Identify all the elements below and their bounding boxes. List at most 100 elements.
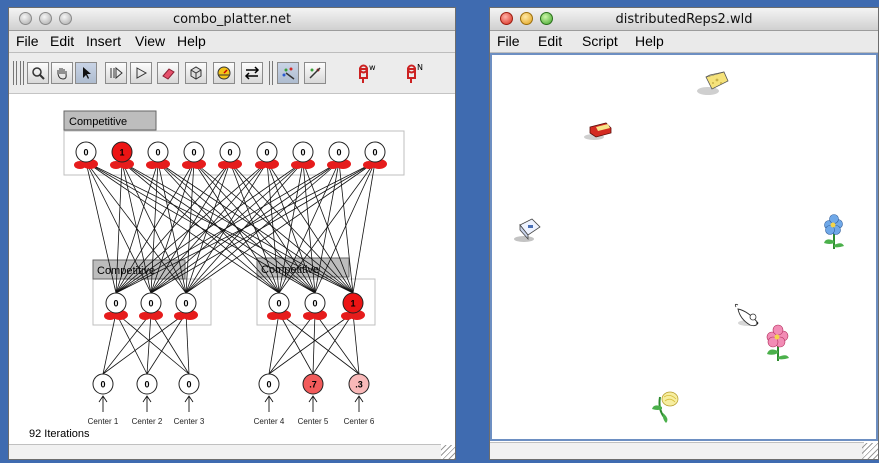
center-label: Center 1: [88, 417, 119, 426]
center-label: Center 6: [344, 417, 375, 426]
synapse-line: [115, 161, 159, 294]
random-icon[interactable]: [185, 62, 207, 84]
synapse-line: [121, 161, 187, 294]
neuron-value: 0: [227, 148, 232, 158]
world-titlebar[interactable]: distributedReps2.wld: [490, 8, 878, 31]
clear-icon[interactable]: [304, 62, 326, 84]
menu-help[interactable]: Help: [635, 33, 664, 49]
synapse-marker: [74, 161, 86, 169]
neuron: [258, 373, 280, 395]
menu-file[interactable]: File: [497, 33, 520, 49]
neuron-out-icon[interactable]: w: [356, 62, 378, 84]
resize-grip[interactable]: [862, 443, 878, 459]
synapse-line: [150, 161, 231, 294]
neuron-value: 1: [350, 299, 355, 309]
neuron: [304, 292, 326, 314]
competitive-group-label: Competitive: [69, 116, 127, 128]
mouse-icon[interactable]: [734, 303, 759, 327]
menu-insert[interactable]: Insert: [86, 33, 122, 49]
step-icon[interactable]: [105, 62, 127, 84]
neuron: [105, 292, 127, 314]
neuron-value: 0: [300, 148, 305, 158]
synapse-line: [338, 161, 354, 294]
cheese-wedge-icon[interactable]: [697, 71, 729, 95]
blue-flower-icon[interactable]: [824, 214, 844, 250]
synapse-marker: [174, 312, 186, 320]
neuron-value: 0: [186, 380, 191, 390]
synapse-line: [85, 161, 152, 294]
neuron: [342, 292, 364, 314]
arrow-icon[interactable]: [75, 62, 97, 84]
neuron-value: 0: [100, 380, 105, 390]
toolbar-grip[interactable]: [20, 61, 25, 85]
synapse-line: [150, 161, 304, 294]
center-label: Center 5: [298, 417, 329, 426]
menu-edit[interactable]: Edit: [538, 33, 563, 49]
menu-help[interactable]: Help: [177, 33, 206, 49]
wand-icon[interactable]: [277, 62, 299, 84]
world-objects: [514, 71, 844, 423]
neuron-value: .3: [355, 380, 363, 390]
world-menubar: File Edit Script Help: [490, 31, 878, 53]
world-canvas[interactable]: [490, 53, 878, 441]
synapse-line: [185, 161, 304, 294]
menu-script[interactable]: Script: [582, 33, 618, 49]
close-button[interactable]: [500, 12, 513, 25]
world-window: distributedReps2.wld File Edit Script He…: [489, 7, 879, 460]
menu-view[interactable]: View: [135, 33, 166, 49]
synapse-line: [312, 312, 354, 375]
synapse-line: [278, 312, 360, 375]
yellow-flower-icon[interactable]: [652, 391, 679, 423]
synapse-line: [115, 161, 231, 294]
minimize-button[interactable]: [520, 12, 533, 25]
swap-icon[interactable]: [241, 62, 263, 84]
menu-file[interactable]: File: [16, 33, 39, 49]
competitive-group-tab: [256, 257, 350, 278]
neuron: [147, 141, 169, 163]
neuron-value: 0: [144, 380, 149, 390]
menu-edit[interactable]: Edit: [50, 33, 75, 49]
neuron-value: 0: [183, 299, 188, 309]
window-title: combo_platter.net: [172, 12, 292, 27]
network-menubar: File Edit Insert View Help: [9, 31, 455, 53]
synapse-line: [268, 312, 354, 375]
synapse-line: [185, 161, 268, 294]
synapse-line: [185, 312, 190, 375]
milk-carton-icon[interactable]: [514, 218, 541, 242]
neuron-value: 0: [264, 148, 269, 158]
competitive-group-tab: [63, 110, 157, 131]
clamp-icon[interactable]: [213, 62, 235, 84]
horizontal-scrollbar[interactable]: [490, 442, 864, 459]
synapse-marker: [182, 161, 194, 169]
horizontal-scrollbar[interactable]: [9, 444, 441, 459]
synapse-marker: [146, 161, 158, 169]
minimize-button[interactable]: [39, 12, 52, 25]
network-titlebar[interactable]: combo_platter.net: [9, 8, 455, 31]
neuron: [140, 292, 162, 314]
toolbar-grip[interactable]: [13, 61, 18, 85]
center-label: Center 2: [132, 417, 163, 426]
synapse-line: [115, 161, 123, 294]
neuron-in-icon[interactable]: N: [404, 62, 426, 84]
zoom-icon[interactable]: [27, 62, 49, 84]
toolbar-grip[interactable]: [269, 61, 274, 85]
eraser-icon[interactable]: [157, 62, 179, 84]
cheese-wheel-icon[interactable]: [584, 122, 612, 140]
iterations-label: 92 Iterations: [29, 428, 90, 440]
neuron: [219, 141, 241, 163]
synapse-marker: [139, 312, 151, 320]
zoom-button[interactable]: [540, 12, 553, 25]
synapse-line: [352, 312, 360, 375]
synapse-line: [312, 312, 316, 375]
hand-icon[interactable]: [51, 62, 73, 84]
synapse-line: [85, 161, 316, 294]
synapse-line: [115, 161, 195, 294]
close-button[interactable]: [19, 12, 32, 25]
pink-flower-icon[interactable]: [766, 324, 789, 361]
zoom-button[interactable]: [59, 12, 72, 25]
synapse-line: [278, 312, 314, 375]
play-icon[interactable]: [130, 62, 152, 84]
resize-grip[interactable]: [441, 445, 455, 459]
